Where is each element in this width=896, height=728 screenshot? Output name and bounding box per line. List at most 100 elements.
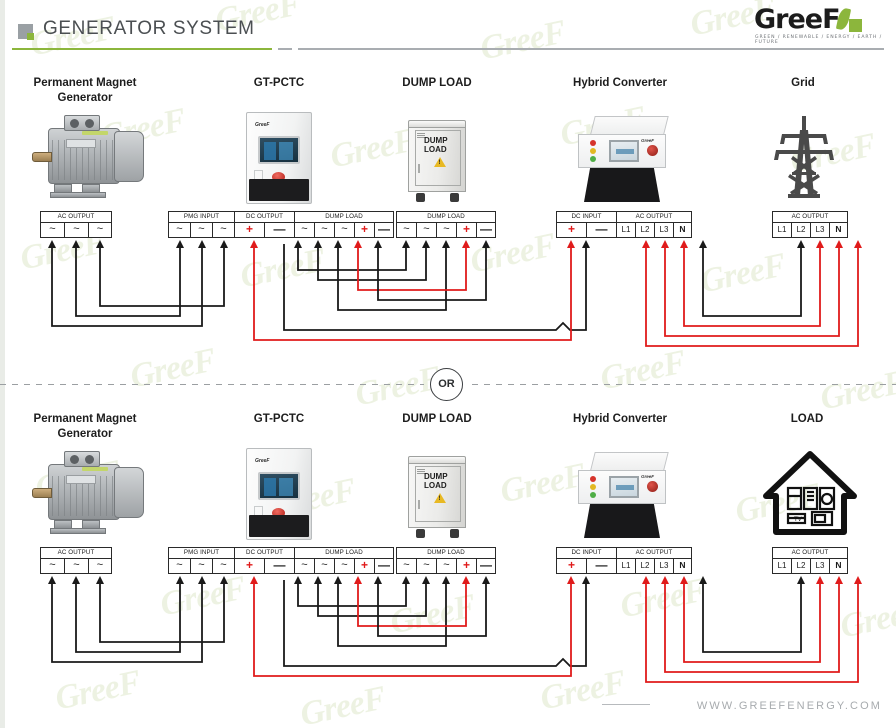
terminal-pin-negative[interactable]: — — [374, 223, 394, 238]
terminal-pin-l1[interactable]: L1 — [616, 223, 635, 238]
terminal-pin-l2[interactable]: L2 — [791, 559, 810, 574]
terminal-pin-negative[interactable]: — — [264, 559, 294, 574]
terminal-pin-neutral[interactable]: N — [829, 559, 848, 574]
terminal-pin[interactable]: ~ — [212, 223, 234, 238]
terminal-group-header: AC OUTPUT — [40, 547, 112, 559]
terminal-pin-negative[interactable]: — — [586, 559, 616, 574]
terminal-pin-l1[interactable]: L1 — [772, 223, 791, 238]
motor-end-bell — [114, 467, 144, 518]
terminal-pin-neutral[interactable]: N — [829, 223, 848, 238]
terminal-pin-row: L1 L2 L3 N — [772, 559, 848, 574]
terminal-pin-l3[interactable]: L3 — [810, 223, 829, 238]
terminal-pin[interactable]: ~ — [88, 559, 112, 574]
motor-nameplate — [66, 475, 96, 484]
column-title-dump-load: DUMP LOAD — [352, 76, 522, 91]
motor-end-bell — [114, 131, 144, 182]
terminal-pin-l3[interactable]: L3 — [654, 559, 673, 574]
terminal-pin-l2[interactable]: L2 — [635, 223, 654, 238]
terminal-pin-negative[interactable]: — — [476, 559, 496, 574]
terminal-label: PMG INPUT — [168, 547, 234, 559]
terminal-pin[interactable]: ~ — [436, 559, 456, 574]
terminal-pin-l2[interactable]: L2 — [635, 559, 654, 574]
terminal-pin[interactable]: ~ — [40, 559, 64, 574]
terminal-pin-negative[interactable]: — — [374, 559, 394, 574]
terminal-pin-row: ~ ~ ~ + — ~ ~ ~ + — — [168, 223, 394, 238]
wiring-bottom-section — [48, 576, 862, 683]
terminal-pin-neutral[interactable]: N — [673, 559, 692, 574]
terminal-pin[interactable]: ~ — [416, 223, 436, 238]
motor-shaft — [32, 152, 52, 162]
terminal-pin[interactable]: ~ — [334, 559, 354, 574]
terminal-pin-positive[interactable]: + — [354, 223, 374, 238]
column-title-hybrid-converter: Hybrid Converter — [535, 412, 705, 427]
led-indicator-green — [590, 156, 596, 162]
title-line: LOAD — [790, 413, 824, 425]
terminal-pin-l2[interactable]: L2 — [791, 223, 810, 238]
terminal-pin-negative[interactable]: — — [586, 223, 616, 238]
terminal-pin[interactable]: ~ — [64, 559, 88, 574]
terminal-pin-positive[interactable]: + — [556, 223, 586, 238]
terminal-pin-positive[interactable]: + — [456, 559, 476, 574]
logo-square-icon — [849, 19, 862, 32]
terminal-pin-row: + — L1 L2 L3 N — [556, 223, 692, 238]
terminal-pin[interactable]: ~ — [294, 559, 314, 574]
terminal-pin[interactable]: ~ — [212, 559, 234, 574]
column-title-grid: Grid — [718, 76, 888, 91]
converter-rotary-switch[interactable] — [647, 481, 658, 492]
header-rule-grey — [298, 48, 884, 50]
column-title-hybrid-converter: Hybrid Converter — [535, 76, 705, 91]
terminal-pin[interactable]: ~ — [64, 223, 88, 238]
terminal-pin-positive[interactable]: + — [234, 559, 264, 574]
terminal-pin-l1[interactable]: L1 — [772, 559, 791, 574]
title-line: DUMP LOAD — [402, 413, 472, 425]
terminal-pin[interactable]: ~ — [314, 559, 334, 574]
terminal-pin[interactable]: ~ — [314, 223, 334, 238]
terminal-pin-negative[interactable]: — — [264, 223, 294, 238]
terminal-pin-positive[interactable]: + — [354, 559, 374, 574]
led-indicator-red — [590, 140, 596, 146]
terminal-pin-neutral[interactable]: N — [673, 223, 692, 238]
terminal-pin[interactable]: ~ — [416, 559, 436, 574]
converter-display — [609, 140, 639, 162]
terminal-pin[interactable]: ~ — [88, 223, 112, 238]
terminal-pin[interactable]: ~ — [168, 223, 190, 238]
terminal-pin-row: L1 L2 L3 N — [772, 223, 848, 238]
terminal-pin[interactable]: ~ — [190, 223, 212, 238]
terminal-block-grid-ac-output: AC OUTPUT L1 L2 L3 N — [772, 211, 848, 238]
converter-rotary-switch[interactable] — [647, 145, 658, 156]
terminal-label: DUMP LOAD — [396, 547, 496, 559]
terminal-pin[interactable]: ~ — [40, 223, 64, 238]
dump-load-device-label: DUMP LOAD — [424, 136, 464, 154]
terminal-pin-l1[interactable]: L1 — [616, 559, 635, 574]
terminal-pin[interactable]: ~ — [190, 559, 212, 574]
terminal-pin-l3[interactable]: L3 — [810, 559, 829, 574]
device-grid-pylon — [762, 110, 846, 200]
terminal-pin[interactable]: ~ — [294, 223, 314, 238]
terminal-pin[interactable]: ~ — [168, 559, 190, 574]
terminal-pin[interactable]: ~ — [396, 559, 416, 574]
device-gt-pctc-cabinet: GreeF — [246, 448, 312, 540]
title-line: Hybrid Converter — [573, 413, 667, 425]
terminal-pin-positive[interactable]: + — [556, 559, 586, 574]
terminal-pin[interactable]: ~ — [436, 223, 456, 238]
terminal-pin[interactable]: ~ — [334, 223, 354, 238]
motor-base-rail — [50, 528, 106, 534]
emergency-stop-button[interactable] — [272, 172, 285, 182]
terminal-pin-negative[interactable]: — — [476, 223, 496, 238]
motor-shaft — [32, 488, 52, 498]
column-title-gt-pctc: GT-PCTC — [194, 412, 364, 427]
terminal-pin-positive[interactable]: + — [234, 223, 264, 238]
cabinet-logo: GreeF — [255, 458, 270, 464]
title-line: DUMP LOAD — [402, 77, 472, 89]
converter-display — [609, 476, 639, 498]
terminal-pin-l3[interactable]: L3 — [654, 223, 673, 238]
title-line: Grid — [791, 77, 815, 89]
cabinet-base — [249, 515, 309, 537]
terminal-label: DC OUTPUT — [234, 547, 294, 559]
divider-line-right — [472, 384, 896, 385]
motor-terminal-box — [64, 115, 100, 131]
terminal-pin[interactable]: ~ — [396, 223, 416, 238]
terminal-pin-positive[interactable]: + — [456, 223, 476, 238]
emergency-stop-button[interactable] — [272, 508, 285, 518]
device-hybrid-converter: GreeF — [578, 452, 669, 538]
